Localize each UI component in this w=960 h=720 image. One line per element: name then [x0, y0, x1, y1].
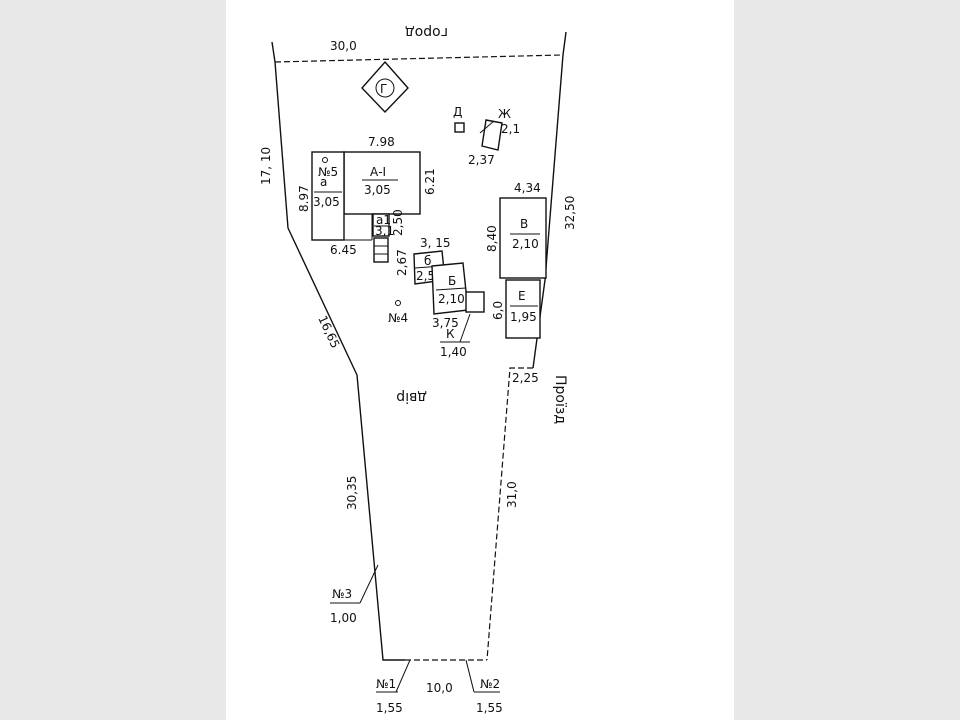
- top-edge-length: 30,0: [330, 39, 357, 53]
- boundary-left: [271, 41, 405, 661]
- svg-text:8,40: 8,40: [485, 225, 499, 252]
- right-step-length: 2,25: [512, 371, 539, 385]
- building-g: Г: [361, 60, 409, 114]
- yard-label: двір: [396, 389, 427, 405]
- svg-text:4,34: 4,34: [514, 181, 541, 195]
- svg-text:а: а: [320, 175, 327, 189]
- building-e: Е 1,95 6,0: [491, 279, 541, 339]
- svg-text:2,10: 2,10: [438, 292, 465, 306]
- bottom-edge-length: 10,0: [426, 681, 453, 695]
- svg-text:№4: №4: [388, 311, 408, 325]
- left-top-edge-length: 17, 10: [259, 147, 273, 185]
- building-v: В 2,10 4,34 8,40: [485, 181, 547, 279]
- svg-text:б: б: [424, 254, 431, 268]
- svg-text:7.98: 7.98: [368, 135, 395, 149]
- right-top-edge-length: 32,50: [563, 196, 577, 230]
- svg-text:2,1: 2,1: [501, 122, 520, 136]
- svg-text:№5: №5: [318, 165, 338, 179]
- svg-text:Ж: Ж: [498, 107, 511, 121]
- svg-text:1,00: 1,00: [330, 611, 357, 625]
- right-low-edge-length: 31,0: [505, 481, 519, 508]
- svg-text:8.97: 8.97: [297, 185, 311, 212]
- svg-text:№3: №3: [332, 587, 352, 601]
- svg-text:2,50: 2,50: [391, 209, 405, 236]
- svg-text:Е: Е: [518, 289, 526, 303]
- boundary-top: [274, 54, 563, 63]
- building-a-extension: а 3,05 8.97 6.45: [297, 151, 420, 257]
- plot-boundary: [271, 31, 567, 661]
- svg-text:1,55: 1,55: [476, 701, 503, 715]
- svg-text:3,05: 3,05: [313, 195, 340, 209]
- svg-text:№2: №2: [480, 677, 500, 691]
- svg-text:Д: Д: [453, 105, 462, 119]
- svg-text:а1: а1: [376, 213, 391, 227]
- svg-text:6.21: 6.21: [423, 168, 437, 195]
- svg-text:3, 15: 3, 15: [420, 236, 451, 250]
- svg-text:6,0: 6,0: [491, 301, 505, 320]
- svg-text:А-І: А-І: [370, 165, 386, 179]
- svg-text:6.45: 6.45: [330, 243, 357, 257]
- left-mid-edge-length: 16,65: [315, 313, 342, 350]
- boundary-point-2: №2 1,55: [465, 659, 503, 715]
- svg-text:№1: №1: [376, 677, 396, 691]
- drawing-sheet: [226, 0, 734, 720]
- left-low-edge-length: 30,35: [345, 476, 359, 510]
- svg-text:1,95: 1,95: [510, 310, 537, 324]
- boundary-point-3: №3 1,00: [330, 564, 379, 625]
- building-a1-porch: а1 3,1 2,50: [372, 209, 405, 263]
- building-zh: Ж 2,1 2,37: [468, 107, 520, 167]
- svg-text:В: В: [520, 217, 528, 231]
- svg-text:Б: Б: [448, 274, 456, 288]
- garden-label: город: [405, 24, 448, 40]
- svg-text:2,5: 2,5: [416, 269, 435, 283]
- svg-text:1,40: 1,40: [440, 345, 467, 359]
- building-b-small: б 2,5 3, 15 2,67: [395, 236, 451, 285]
- svg-text:1,55: 1,55: [376, 701, 403, 715]
- svg-text:3,05: 3,05: [364, 183, 391, 197]
- driveway-label: Проїзд: [552, 375, 568, 424]
- building-b: Б 2,10 3,75: [431, 262, 485, 330]
- boundary-point-1: №1 1,55: [376, 659, 411, 715]
- building-k: К 1,40: [440, 313, 471, 359]
- svg-text:2,67: 2,67: [395, 249, 409, 276]
- building-d: Д: [453, 105, 465, 133]
- boundary-right-lower: [486, 367, 533, 661]
- svg-text:Г: Г: [380, 82, 387, 96]
- svg-text:3,1: 3,1: [375, 224, 394, 238]
- svg-text:3,75: 3,75: [432, 316, 459, 330]
- survey-point-5: №5: [318, 157, 338, 179]
- svg-text:2,37: 2,37: [468, 153, 495, 167]
- building-a1: А-І 3,05 7.98 6.21: [343, 135, 437, 215]
- svg-text:2,10: 2,10: [512, 237, 539, 251]
- svg-text:К: К: [446, 327, 455, 341]
- survey-point-4: №4: [388, 300, 408, 325]
